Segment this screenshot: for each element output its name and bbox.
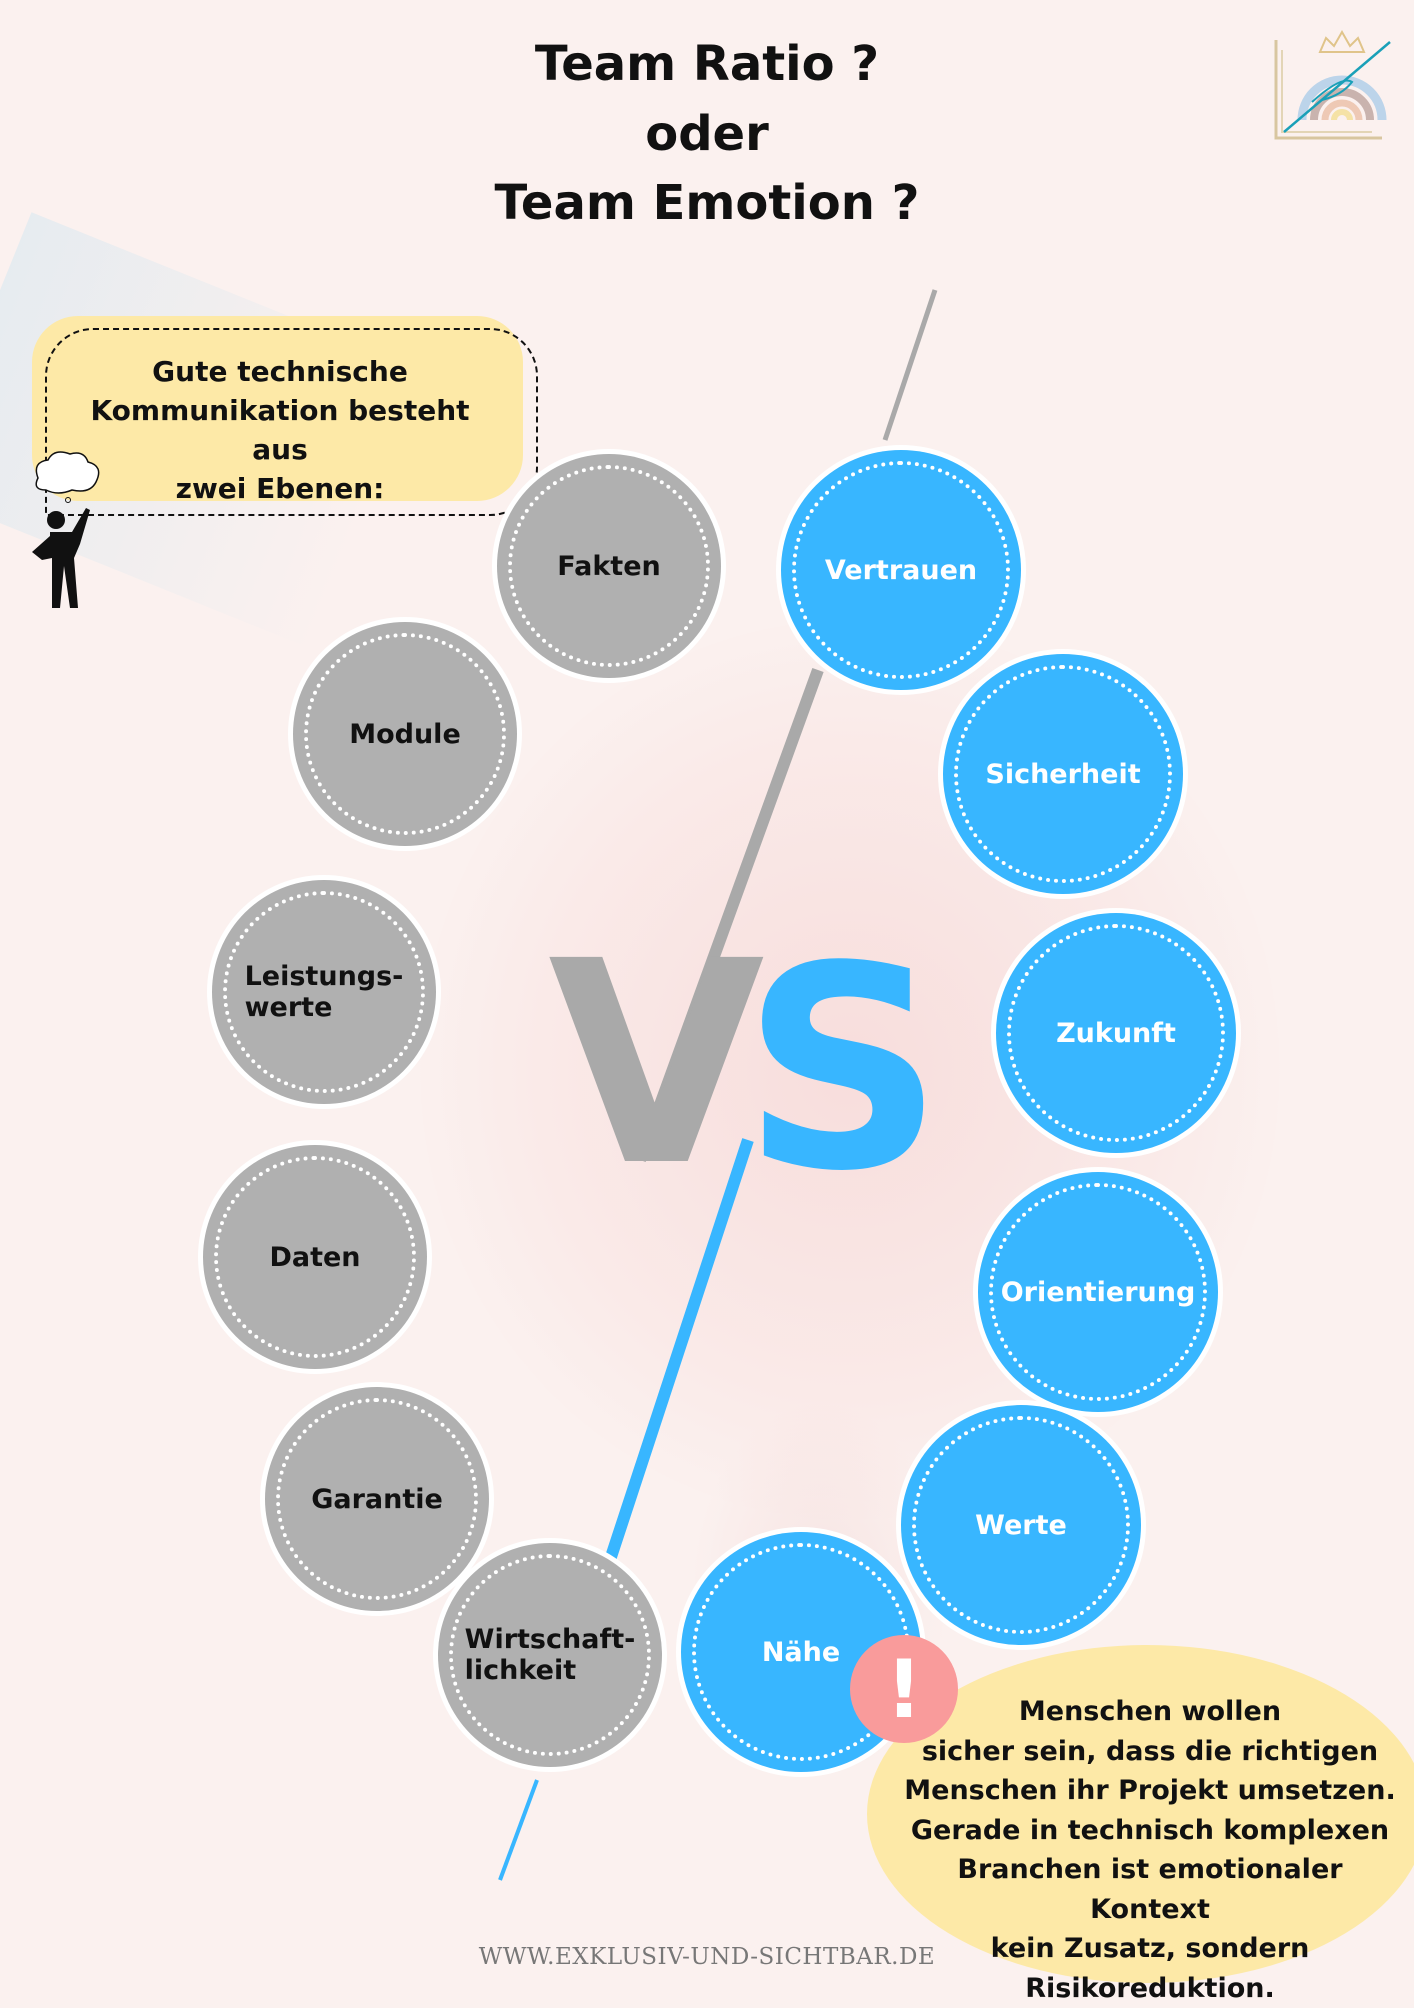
ratio-item-wirtschaftlichkeit: Wirtschaft- lichkeit — [438, 1543, 662, 1767]
emotion-item-werte: Werte — [901, 1405, 1141, 1645]
vs-letter-v: V — [548, 925, 765, 1205]
ratio-item-module: Module — [293, 622, 517, 846]
note-line: Branchen ist emotionaler Kontext — [900, 1850, 1400, 1929]
emotion-item-vertrauen: Vertrauen — [781, 450, 1021, 690]
note-line: Risikoreduktion. — [900, 1969, 1400, 2008]
note-line: Menschen ihr Projekt umsetzen. — [900, 1771, 1400, 1811]
footer-website-link[interactable]: WWW.EXKLUSIV-UND-SICHTBAR.DE — [0, 1944, 1414, 1970]
ratio-item-fakten: Fakten — [497, 454, 721, 678]
emotion-item-sicherheit: Sicherheit — [943, 654, 1183, 894]
ratio-divider-line — [885, 290, 935, 440]
ratio-item-leistungswerte: Leistungs- werte — [212, 880, 436, 1104]
note-line: sicher sein, dass die richtigen — [900, 1732, 1400, 1772]
emotion-item-zukunft: Zukunft — [996, 913, 1236, 1153]
emotion-divider-line — [500, 1780, 537, 1880]
note-line: Gerade in technisch komplexen — [900, 1811, 1400, 1851]
ratio-item-daten: Daten — [203, 1145, 427, 1369]
ratio-item-garantie: Garantie — [265, 1387, 489, 1611]
note-line: Menschen wollen — [900, 1692, 1400, 1732]
vs-letter-s: S — [742, 930, 944, 1210]
emotion-item-orientierung: Orientierung — [978, 1172, 1218, 1412]
